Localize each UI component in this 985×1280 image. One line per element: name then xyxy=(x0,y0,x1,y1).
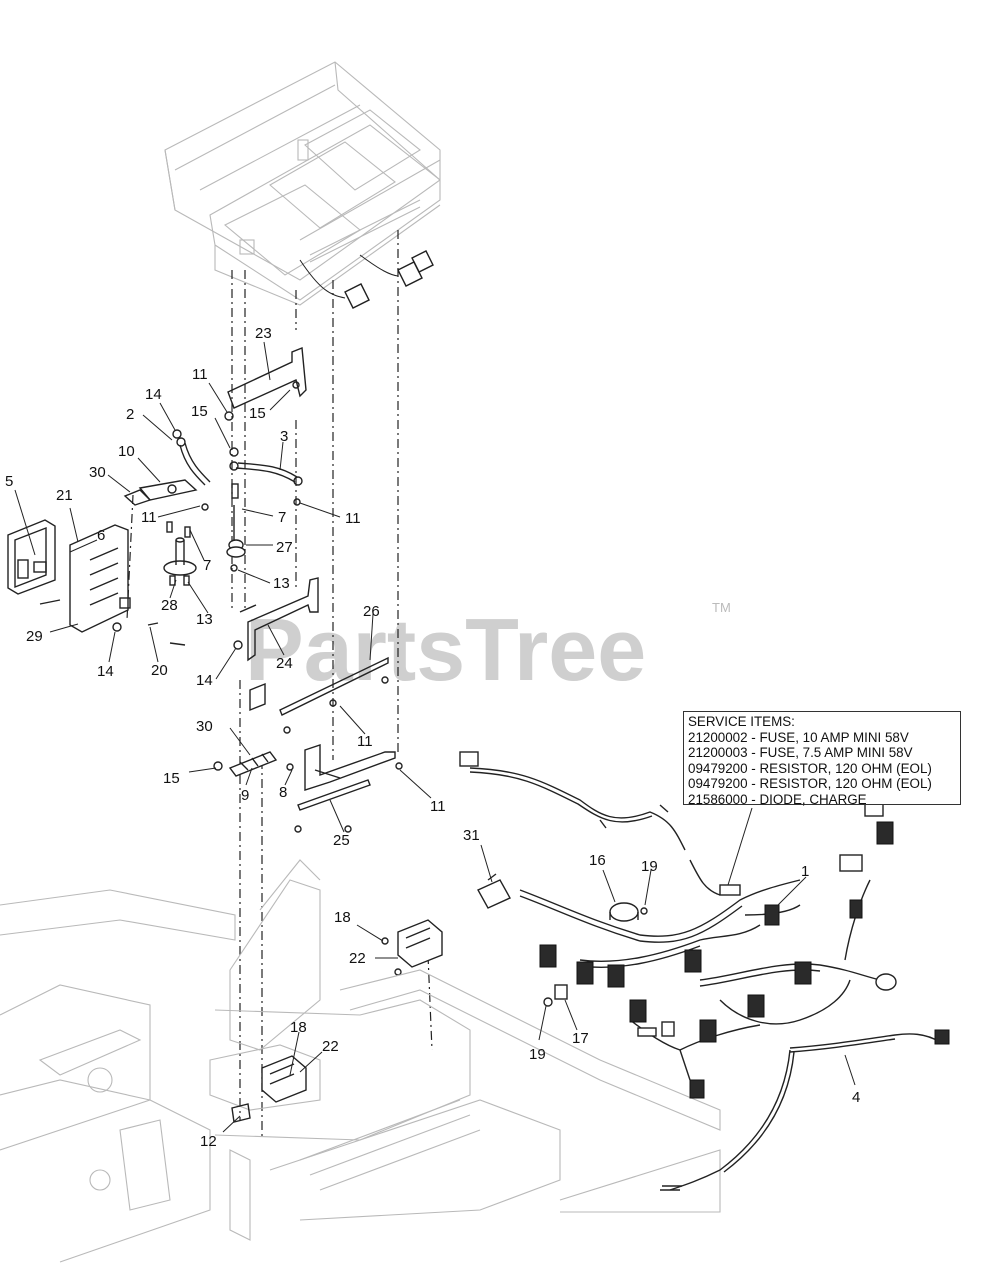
callout-14-c: 14 xyxy=(196,672,213,689)
callout-22-a: 22 xyxy=(349,950,366,967)
bracket-23 xyxy=(227,347,307,409)
callout-18-b: 18 xyxy=(290,1019,307,1036)
bar-26 xyxy=(249,656,389,716)
callout-11-a: 11 xyxy=(192,366,208,383)
callout-21: 21 xyxy=(56,487,73,504)
bracket-24 xyxy=(239,577,319,662)
callout-15-a: 15 xyxy=(249,405,266,422)
callout-17: 17 xyxy=(572,1030,589,1047)
callout-30-b: 30 xyxy=(196,718,213,735)
watermark-trademark: TM xyxy=(712,600,731,615)
callout-13-b: 13 xyxy=(196,611,213,628)
callout-6: 6 xyxy=(97,527,105,544)
service-item: 21200002 - FUSE, 10 AMP MINI 58V xyxy=(688,729,909,745)
display-module-5 xyxy=(7,519,56,595)
callout-15-c: 15 xyxy=(163,770,180,787)
watermark-text: PartsTree xyxy=(245,600,646,699)
callout-5: 5 xyxy=(5,473,13,490)
callout-15-b: 15 xyxy=(191,403,208,420)
chassis-frame-reference xyxy=(0,859,721,1263)
callout-11-b: 11 xyxy=(141,509,157,526)
bracket-10 xyxy=(123,479,198,506)
callout-11-d: 11 xyxy=(357,733,373,750)
callout-14-b: 14 xyxy=(97,663,114,680)
service-items-box: SERVICE ITEMS: 21200002 - FUSE, 10 AMP M… xyxy=(683,711,961,807)
relay-22-upper xyxy=(397,919,443,968)
connector-31 xyxy=(477,873,511,909)
callout-23: 23 xyxy=(255,325,272,342)
callout-1: 1 xyxy=(801,863,809,880)
callout-8: 8 xyxy=(279,784,287,801)
relay-22-lower xyxy=(261,1055,307,1103)
callout-30-a: 30 xyxy=(89,464,106,481)
tab-12 xyxy=(231,1103,251,1123)
callout-13-a: 13 xyxy=(273,575,290,592)
leader-lines xyxy=(14,341,856,1133)
callout-12: 12 xyxy=(200,1133,217,1150)
cable-2 xyxy=(176,437,211,486)
mount-plate-29 xyxy=(69,524,131,633)
callout-10: 10 xyxy=(118,443,135,460)
callout-11-e: 11 xyxy=(430,798,446,815)
callout-7-b: 7 xyxy=(203,557,211,574)
callout-22-b: 22 xyxy=(322,1038,339,1055)
callout-14-a: 14 xyxy=(145,386,162,403)
callout-16: 16 xyxy=(589,852,606,869)
cable-4 xyxy=(660,1029,950,1191)
battery-tray-reference xyxy=(164,61,441,309)
callout-7-a: 7 xyxy=(278,509,286,526)
callout-11-c: 11 xyxy=(345,510,361,527)
service-item: 09479200 - RESISTOR, 120 OHM (EOL) xyxy=(688,776,932,792)
callout-31: 31 xyxy=(463,827,480,844)
callout-29: 29 xyxy=(26,628,43,645)
callout-18-a: 18 xyxy=(334,909,351,926)
service-item: 09479200 - RESISTOR, 120 OHM (EOL) xyxy=(688,760,932,776)
part-17 xyxy=(554,984,568,1000)
bracket-25 xyxy=(297,744,396,811)
strap-30-lower xyxy=(228,751,278,777)
callout-9: 9 xyxy=(241,787,249,804)
clamp-16 xyxy=(609,902,639,922)
callouts: 23 11 14 15 15 2 3 10 30 5 21 6 11 7 11 … xyxy=(5,325,860,1150)
fuse-holder-27 xyxy=(226,505,246,558)
callout-25: 25 xyxy=(333,832,350,849)
callout-26: 26 xyxy=(363,603,380,620)
service-items-title: SERVICE ITEMS: xyxy=(688,714,795,729)
callout-19-b: 19 xyxy=(529,1046,546,1063)
callout-20: 20 xyxy=(151,662,168,679)
callout-3: 3 xyxy=(280,428,288,445)
service-item: 21200003 - FUSE, 7.5 AMP MINI 58V xyxy=(688,745,913,761)
service-item: 21586000 - DIODE, CHARGE xyxy=(688,791,867,807)
callout-2: 2 xyxy=(126,406,134,423)
terminal-post-28 xyxy=(163,537,197,576)
callout-24: 24 xyxy=(276,655,293,672)
callout-28: 28 xyxy=(161,597,178,614)
callout-4: 4 xyxy=(852,1089,860,1106)
callout-27: 27 xyxy=(276,539,293,556)
cable-3 xyxy=(229,461,303,486)
callout-19-a: 19 xyxy=(641,858,658,875)
